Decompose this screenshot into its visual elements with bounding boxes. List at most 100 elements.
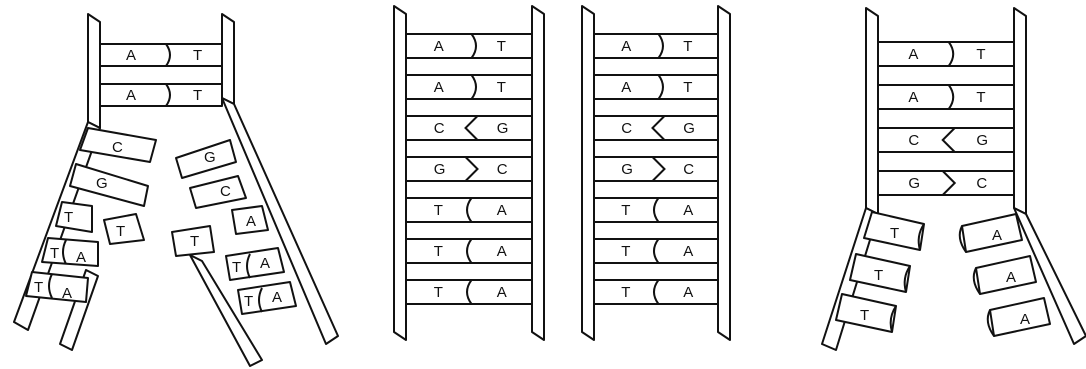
base-letter: T [683, 79, 692, 96]
base-letter: A [683, 202, 693, 219]
base-letter: A [76, 249, 86, 266]
backbone-left [394, 6, 406, 340]
base-pair: TA [594, 198, 718, 222]
base-fragment: T A [238, 282, 296, 314]
base-fragment: T [104, 214, 144, 244]
base-letter: T [683, 38, 692, 55]
base-letter: A [497, 243, 507, 260]
base-letter: T [434, 284, 443, 301]
base-letter: A [434, 38, 444, 55]
base-letter: A [992, 227, 1002, 244]
base-letter: G [683, 120, 695, 137]
base-pair: TA [406, 280, 532, 304]
base-letter: T [64, 209, 73, 226]
base-letter: A [246, 213, 256, 230]
base-letter: C [621, 120, 632, 137]
base-letter: A [1020, 311, 1030, 328]
backbone-right-upper [1014, 8, 1026, 214]
base-fragment: T A [42, 238, 98, 266]
base-letter: T [976, 89, 985, 106]
base-letter: A [126, 47, 136, 64]
base-letter: T [890, 225, 899, 242]
backbone-right [718, 6, 730, 340]
base-fragment: C [80, 128, 156, 162]
base-letter: C [976, 175, 987, 192]
base-letter: G [434, 161, 446, 178]
base-fragment: A [232, 206, 268, 234]
base-letter: T [434, 202, 443, 219]
base-pair: A T [100, 44, 222, 66]
base-letter: G [497, 120, 509, 137]
base-pair: CG [878, 128, 1014, 152]
base-letter: G [621, 161, 633, 178]
base-letter: T [621, 202, 630, 219]
base-fragment: T [172, 226, 214, 256]
base-letter: A [683, 284, 693, 301]
base-letter: G [204, 149, 216, 166]
base-pair: A T [100, 84, 222, 106]
base-letter: C [683, 161, 694, 178]
base-letter: T [232, 259, 241, 276]
backbone-left [582, 6, 594, 340]
base-letter: A [497, 284, 507, 301]
base-fragment: T [836, 294, 896, 332]
base-letter: A [621, 79, 631, 96]
base-letter: A [62, 285, 72, 302]
backbone-right [532, 6, 544, 340]
base-letter: A [272, 289, 282, 306]
base-fragment: T [850, 254, 910, 292]
panel-unzipping: A T A T C G T T A [14, 14, 338, 366]
base-letter: G [96, 175, 108, 192]
base-letter: A [683, 243, 693, 260]
base-letter: A [908, 89, 918, 106]
base-letter: A [1006, 269, 1016, 286]
base-fragment: A [974, 256, 1036, 294]
base-letter: A [908, 46, 918, 63]
base-letter: C [220, 183, 231, 200]
base-letter: T [50, 245, 59, 262]
base-letter: A [621, 38, 631, 55]
base-letter: C [497, 161, 508, 178]
backbone-left-upper [88, 14, 100, 128]
base-letter: C [434, 120, 445, 137]
base-fragment: T [864, 212, 924, 250]
base-letter: G [976, 132, 988, 149]
base-letter: A [260, 255, 270, 272]
base-fragment: A [960, 214, 1022, 252]
base-letter: A [497, 202, 507, 219]
base-letter: T [190, 233, 199, 250]
base-letter: T [193, 87, 202, 104]
backbone-left-upper [866, 8, 878, 214]
base-fragment: C [190, 176, 246, 208]
base-letter: T [244, 293, 253, 310]
base-fragment: T A [26, 272, 88, 302]
base-letter: T [621, 243, 630, 260]
base-fragment: G [176, 140, 236, 178]
base-letter: T [874, 267, 883, 284]
base-letter: T [976, 46, 985, 63]
base-fragment: G [70, 164, 148, 206]
base-letter: T [497, 79, 506, 96]
base-fragment: T A [226, 248, 284, 280]
backbone-right-upper [222, 14, 234, 104]
base-letter: T [860, 307, 869, 324]
base-letter: A [126, 87, 136, 104]
base-letter: T [434, 243, 443, 260]
base-letter: T [497, 38, 506, 55]
